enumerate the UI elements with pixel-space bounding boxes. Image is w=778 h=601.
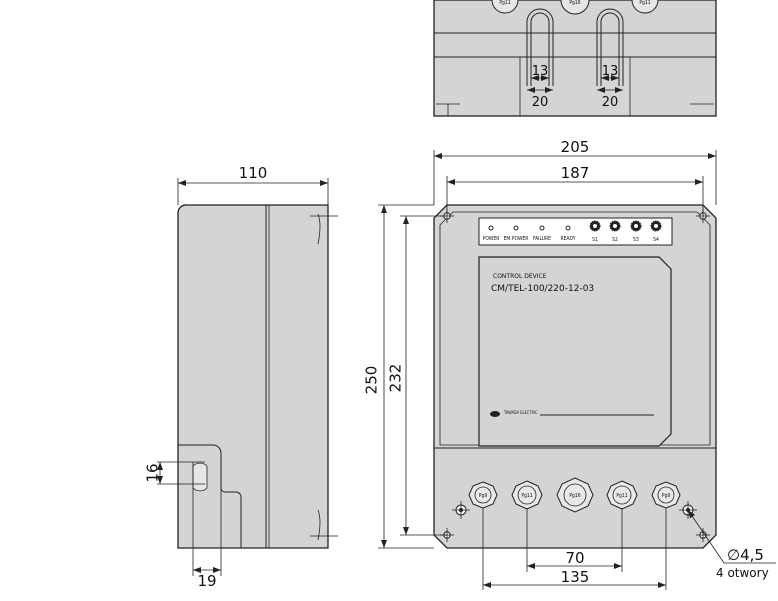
slot-outer-right-dim: 20 [602, 95, 619, 110]
side-width-dim: 110 [239, 164, 268, 182]
side-view-body [177, 204, 329, 549]
gland-1: Pg9 [468, 481, 498, 509]
svg-text:EM.POWER: EM.POWER [504, 236, 529, 242]
gland-5: Pg9 [651, 481, 681, 509]
overall-height-dim: 250 [363, 366, 381, 395]
svg-text:Pg16: Pg16 [569, 0, 580, 6]
cutout-height-dim: 16 [144, 463, 162, 482]
indicator-power: POWER [483, 225, 500, 242]
top-gland-right: Pg11 [631, 0, 659, 14]
bottom-hole-left [452, 501, 470, 519]
indicator-panel [478, 217, 673, 246]
hole-count-callout: 4 otwory [716, 566, 769, 580]
indicator-failure: FAILURE [533, 225, 551, 242]
svg-text:Pg11: Pg11 [521, 493, 532, 499]
bottom-spacing-inner-dim: 70 [565, 549, 584, 567]
slot-right [596, 8, 624, 86]
gland-3: Pg16 [556, 477, 594, 513]
svg-text:Pg11: Pg11 [639, 0, 650, 6]
svg-text:TAWADA ELECTRIC: TAWADA ELECTRIC [503, 410, 538, 415]
brand-logo: TAWADA ELECTRIC [490, 410, 654, 417]
bottom-spacing-outer-dim: 135 [561, 568, 590, 586]
top-view: Pg11 Pg16 Pg11 13 13 20 20 [433, 0, 717, 117]
switch-s1: S1 [589, 220, 601, 243]
svg-text:Pg9: Pg9 [479, 493, 488, 499]
indicator-ready: READY [561, 225, 576, 242]
indicator-em-power: EM.POWER [504, 225, 529, 242]
svg-text:S4: S4 [653, 237, 659, 243]
top-gland-left: Pg11 [491, 0, 519, 14]
top-view-body [433, 0, 717, 117]
slot-inner-right-dim: 13 [602, 64, 619, 79]
switch-s3: S3 [630, 220, 642, 243]
svg-text:Pg11: Pg11 [616, 493, 627, 499]
svg-text:S3: S3 [633, 237, 639, 243]
slot-outer-left-dim: 20 [532, 95, 549, 110]
hole-spacing-height-dim: 232 [387, 364, 405, 393]
cutout-width-dim: 19 [197, 572, 216, 590]
switch-s2: S2 [609, 220, 621, 243]
svg-text:READY: READY [561, 236, 576, 242]
switch-s4: S4 [650, 220, 662, 243]
top-gland-center: Pg16 [560, 0, 590, 15]
side-view: 110 16 19 [144, 164, 338, 590]
hole-diameter-callout: ∅4,5 [727, 546, 764, 564]
slot-left [526, 8, 554, 86]
device-model: CM/TEL-100/220-12-03 [491, 284, 594, 294]
slot-inner-left-dim: 13 [532, 64, 549, 79]
label-panel [478, 256, 672, 447]
svg-text:S1: S1 [592, 237, 598, 243]
front-view: POWER EM.POWER FAILURE READY S1 S2 S3 S4… [363, 138, 776, 590]
svg-text:Pg9: Pg9 [662, 493, 671, 499]
device-title: CONTROL DEVICE [493, 273, 547, 280]
svg-text:Pg11: Pg11 [499, 0, 510, 6]
svg-text:POWER: POWER [483, 236, 500, 242]
hole-spacing-width-dim: 187 [561, 164, 590, 182]
overall-width-dim: 205 [561, 138, 590, 156]
side-cutout [178, 444, 242, 548]
svg-text:S2: S2 [612, 237, 618, 243]
svg-text:FAILURE: FAILURE [533, 236, 551, 242]
svg-text:Pg16: Pg16 [569, 493, 580, 499]
